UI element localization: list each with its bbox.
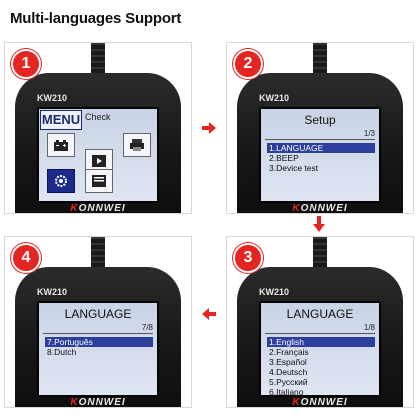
language-list: 7.Português 8.Dutch [45, 337, 153, 357]
brand-label: KONNWEI [70, 203, 126, 214]
device-cable [91, 43, 105, 79]
play-icon [92, 155, 106, 167]
setup-menu-list: 1.LANGUAGE 2.BEEP 3.Device test [267, 143, 375, 173]
settings-tile[interactable] [47, 169, 75, 193]
model-label: KW210 [37, 287, 68, 297]
menu-check-label: Check [85, 112, 111, 122]
model-label: KW210 [259, 93, 290, 103]
page-indicator: 1/8 [363, 323, 375, 332]
step-badge: 4 [11, 243, 41, 273]
device-screen: MENU Check [37, 107, 159, 203]
scanner-device: KW210 Setup 1/3 1.LANGUAGE 2.BEEP 3.Devi… [237, 73, 403, 214]
scanner-device: KW210 LANGUAGE 7/8 7.Português 8.Dutch K… [15, 267, 181, 408]
step-4-panel: 4 KW210 LANGUAGE 7/8 7.Português 8.Dutch… [4, 236, 192, 408]
language-list: 1.English 2.Français 3.Español 4.Deutsch… [267, 337, 375, 397]
list-item[interactable]: 6.Italiano [269, 387, 304, 397]
step-2-panel: 2 KW210 Setup 1/3 1.LANGUAGE 2.BEEP 3.De… [226, 42, 414, 214]
list-item[interactable]: 1.LANGUAGE [267, 143, 375, 153]
screen-title: LANGUAGE [286, 307, 354, 321]
scanner-device: KW210 MENU Check [15, 73, 181, 214]
brand-label: KONNWEI [292, 203, 348, 214]
device-cable [313, 43, 327, 79]
device-cable [313, 237, 327, 273]
arrow-down-icon [313, 216, 325, 232]
device-cable [91, 237, 105, 273]
step-badge: 3 [233, 243, 263, 273]
device-screen: Setup 1/3 1.LANGUAGE 2.BEEP 3.Device tes… [259, 107, 381, 203]
list-item[interactable]: 2.BEEP [269, 153, 299, 163]
page-indicator: 7/8 [141, 323, 153, 332]
title-divider [265, 333, 375, 334]
list-item[interactable]: 3.Español [269, 357, 307, 367]
list-item[interactable]: 7.Português [45, 337, 153, 347]
list-item[interactable]: 1.English [267, 337, 375, 347]
arrow-left-icon [202, 308, 216, 320]
title-divider [43, 333, 153, 334]
device-screen: LANGUAGE 7/8 7.Português 8.Dutch [37, 301, 159, 397]
list-item[interactable]: 8.Dutch [47, 347, 77, 357]
scanner-device: KW210 LANGUAGE 1/8 1.English 2.Français … [237, 267, 403, 408]
print-tile[interactable] [123, 133, 151, 157]
battery-tile[interactable] [47, 133, 75, 157]
brand-label: KONNWEI [70, 397, 126, 408]
step-1-panel: 1 KW210 MENU Check [4, 42, 192, 214]
model-label: KW210 [37, 93, 68, 103]
battery-icon [54, 140, 68, 151]
screen-title: LANGUAGE [64, 307, 132, 321]
list-item[interactable]: 5.Русский [269, 377, 308, 387]
print-icon [130, 139, 144, 151]
brand-label: KONNWEI [292, 397, 348, 408]
settings-icon [55, 175, 67, 187]
model-label: KW210 [259, 287, 290, 297]
list-item[interactable]: 2.Français [269, 347, 309, 357]
list-item[interactable]: 3.Device test [269, 163, 319, 173]
document-icon [92, 175, 106, 187]
document-tile[interactable] [85, 169, 113, 193]
step-badge: 1 [11, 49, 41, 79]
step-3-panel: 3 KW210 LANGUAGE 1/8 1.English 2.Françai… [226, 236, 414, 408]
page-indicator: 1/3 [363, 129, 375, 138]
step-badge: 2 [233, 49, 263, 79]
menu-title: MENU [40, 110, 82, 130]
list-item[interactable]: 4.Deutsch [269, 367, 308, 377]
device-screen: LANGUAGE 1/8 1.English 2.Français 3.Espa… [259, 301, 381, 397]
arrow-right-icon [202, 122, 216, 134]
title-divider [265, 139, 375, 140]
screen-title: Setup [304, 113, 336, 127]
page-headline: Multi-languages Support [10, 10, 182, 27]
